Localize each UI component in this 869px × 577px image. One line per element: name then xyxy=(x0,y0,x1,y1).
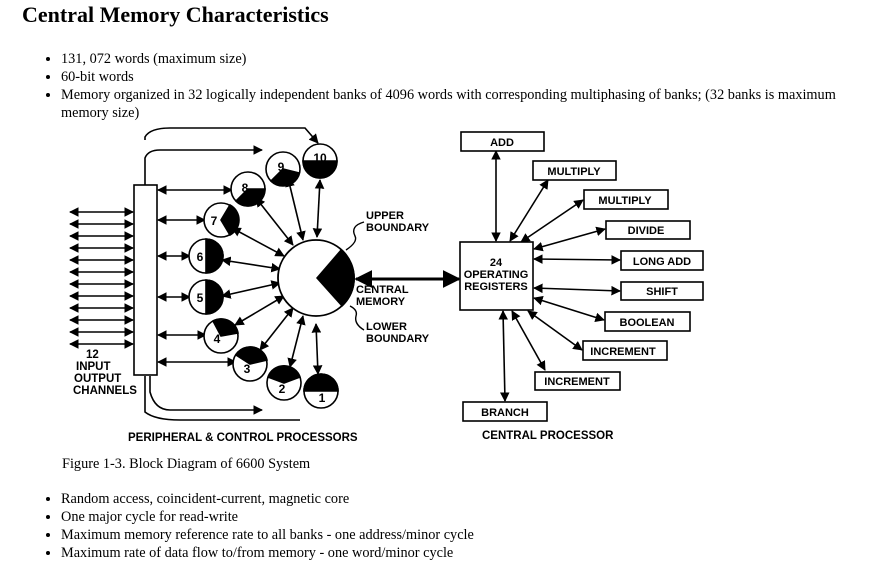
registers-label: REGISTERS xyxy=(464,281,528,293)
bullet-item: One major cycle for read-write xyxy=(61,508,861,526)
unit-label: ADD xyxy=(490,137,514,149)
operating-registers-box xyxy=(459,241,534,311)
unit-label: INCREMENT xyxy=(544,376,610,388)
io-channel-arrows xyxy=(69,207,134,349)
bottom-bullet-list: Random access, coincident-current, magne… xyxy=(43,490,861,562)
bullet-item: 131, 072 words (maximum size) xyxy=(61,50,861,68)
ppu-3-circle xyxy=(232,346,268,382)
unit-label: SHIFT xyxy=(646,286,678,298)
ppu-number: 2 xyxy=(279,382,286,396)
ppu-10-circle xyxy=(302,143,338,179)
unit-box-long-add xyxy=(620,250,704,271)
lower-boundary-label: BOUNDARY xyxy=(366,333,430,345)
unit-label: INCREMENT xyxy=(590,346,656,358)
bullet-item: Memory organized in 32 logically indepen… xyxy=(61,86,861,122)
lower-boundary-label: LOWER xyxy=(366,321,407,333)
bullet-item: 60-bit words xyxy=(61,68,861,86)
ppu-circles xyxy=(188,143,339,409)
unit-label: MULTIPLY xyxy=(598,195,652,207)
unit-label: DIVIDE xyxy=(628,225,665,237)
ppu-memory-spokes xyxy=(221,177,325,375)
central-memory-circle xyxy=(277,239,355,317)
central-processor-label: CENTRAL PROCESSOR xyxy=(482,430,614,442)
registers-label: 24 xyxy=(490,257,503,269)
top-bullet-list: 131, 072 words (maximum size) 60-bit wor… xyxy=(43,50,861,122)
unit-box-multiply-2 xyxy=(583,189,669,210)
ppu-number: 9 xyxy=(278,160,285,174)
ppu-number: 4 xyxy=(214,332,221,346)
ppu-2-circle xyxy=(266,365,302,401)
ppu-number: 6 xyxy=(197,250,204,264)
unit-box-increment xyxy=(582,340,668,361)
unit-box-boolean xyxy=(604,311,691,332)
ppu-number: 3 xyxy=(244,362,251,376)
channel-bus-bar xyxy=(133,184,158,376)
unit-box-add xyxy=(460,131,545,152)
ppu-1-circle xyxy=(303,373,339,409)
io-channels-label: INPUT xyxy=(76,361,111,373)
unit-box-branch xyxy=(462,401,548,422)
figure-caption: Figure 1-3. Block Diagram of 6600 System xyxy=(62,456,311,472)
bullet-item: Maximum memory reference rate to all ban… xyxy=(61,526,861,544)
unit-label: MULTIPLY xyxy=(547,166,601,178)
registers-label: OPERATING xyxy=(464,269,529,281)
unit-box-divide xyxy=(605,220,691,240)
ppu-8-circle xyxy=(230,171,266,207)
ppu-9-circle xyxy=(265,151,301,187)
ppu-number: 10 xyxy=(313,151,327,165)
unit-label: BOOLEAN xyxy=(620,317,675,329)
unit-box-increment-2 xyxy=(534,371,621,391)
io-channels-label: OUTPUT xyxy=(74,373,121,385)
bullet-item: Maximum rate of data flow to/from memory… xyxy=(61,544,861,562)
central-memory-label: CENTRAL xyxy=(356,284,409,296)
ppu-number: 5 xyxy=(197,291,204,305)
ppu-number: 7 xyxy=(211,214,218,228)
io-channels-label: CHANNELS xyxy=(73,385,137,397)
unit-box-shift xyxy=(620,281,704,301)
ppu-bus-connections xyxy=(144,127,319,421)
unit-arrows xyxy=(491,150,621,402)
peripheral-processors-label: PERIPHERAL & CONTROL PROCESSORS xyxy=(128,432,358,444)
unit-label: BRANCH xyxy=(481,407,529,419)
unit-label: LONG ADD xyxy=(633,256,691,268)
boundary-leaders xyxy=(345,221,365,331)
block-diagram: 1 2 3 4 5 6 7 8 9 10 UPPER BOUNDARY CENT… xyxy=(69,127,704,444)
unit-box-multiply xyxy=(532,160,617,181)
ppu-6-circle xyxy=(188,238,224,274)
ppu-5-circle xyxy=(188,279,224,315)
bullet-item: Random access, coincident-current, magne… xyxy=(61,490,861,508)
ppu-4-circle xyxy=(203,318,239,354)
ppu-number: 8 xyxy=(242,181,249,195)
page-title: Central Memory Characteristics xyxy=(22,2,329,27)
central-memory-label: MEMORY xyxy=(356,296,406,308)
ppu-7-circle xyxy=(203,202,240,238)
upper-boundary-label: BOUNDARY xyxy=(366,222,430,234)
io-channels-label: 12 xyxy=(86,349,99,361)
ppu-number: 1 xyxy=(319,391,326,405)
upper-boundary-label: UPPER xyxy=(366,210,404,222)
